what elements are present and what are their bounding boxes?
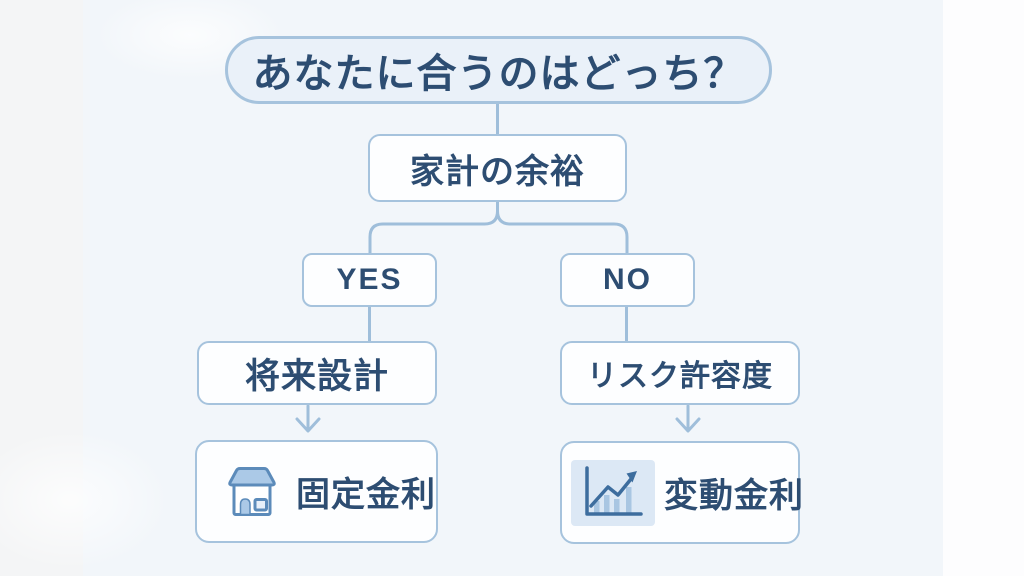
node-label: NO	[603, 263, 652, 296]
node-yes: YES	[302, 253, 437, 307]
node-label: 固定金利	[296, 476, 436, 514]
node-label: リスク許容度	[587, 360, 773, 393]
arrow-left-head	[295, 417, 321, 433]
title-pill: あなたに合うのはどっち？	[225, 36, 772, 104]
flowchart-title: あなたに合うのはどっち？	[252, 52, 745, 96]
node-risk-tolerance: リスク許容度	[560, 341, 800, 405]
background-wisp	[0, 430, 170, 570]
node-household-budget: 家計の余裕	[368, 134, 627, 202]
node-variable-rate: 変動金利	[560, 441, 803, 544]
connector-root-to-no	[496, 198, 629, 257]
background-right-strip	[943, 0, 1024, 576]
node-no: NO	[560, 253, 695, 307]
node-label: 家計の余裕	[410, 152, 585, 191]
node-label: 変動金利	[664, 477, 804, 515]
node-label: YES	[336, 263, 403, 296]
trend-chart-icon	[571, 459, 655, 526]
house-icon	[221, 464, 283, 519]
node-future-planning: 将来設計	[197, 341, 437, 405]
connector-root-to-yes	[368, 198, 499, 257]
arrow-right-head	[675, 417, 701, 433]
node-fixed-rate: 固定金利	[195, 440, 438, 543]
node-label: 将来設計	[244, 356, 389, 396]
